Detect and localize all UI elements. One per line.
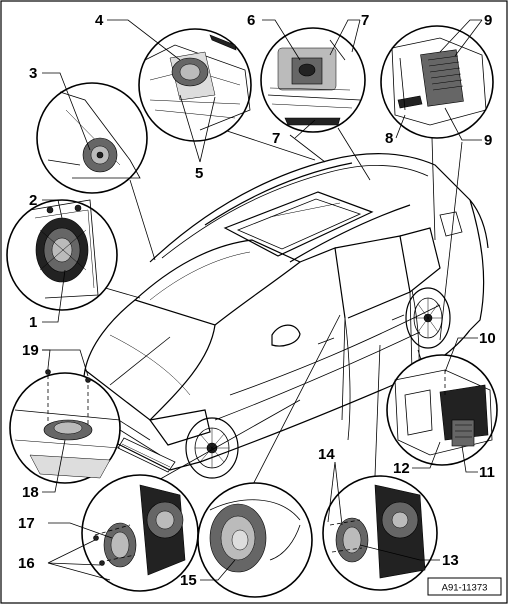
detail-bubble-roof-speaker bbox=[260, 27, 366, 133]
detail-bubble-a-pillar-tweeter bbox=[138, 28, 252, 142]
leader-lines bbox=[94, 127, 463, 501]
front-wheel bbox=[185, 417, 239, 479]
callout-16: 16 bbox=[18, 555, 35, 572]
callout-12: 12 bbox=[393, 460, 410, 477]
callout-5: 5 bbox=[195, 165, 203, 182]
callout-3: 3 bbox=[29, 65, 37, 82]
figure-reference-code: A91-11373 bbox=[442, 583, 488, 594]
callout-7-top: 7 bbox=[361, 12, 369, 29]
callout-8: 8 bbox=[385, 130, 393, 147]
detail-bubble-rear-door-speaker bbox=[322, 475, 438, 591]
detail-bubble-door-tweeter bbox=[36, 82, 148, 194]
car-body bbox=[82, 153, 489, 479]
rear-wheel bbox=[405, 287, 451, 349]
detail-bubble-amplifier bbox=[380, 25, 494, 139]
callout-6: 6 bbox=[247, 12, 255, 29]
callout-2: 2 bbox=[29, 192, 37, 209]
detail-bubble-rear-side-speaker bbox=[386, 354, 498, 466]
detail-bubble-rear-door-tweeter bbox=[197, 482, 313, 598]
callout-19: 19 bbox=[22, 342, 39, 359]
callout-9-top: 9 bbox=[484, 12, 492, 29]
callout-11: 11 bbox=[479, 464, 495, 481]
callout-14: 14 bbox=[318, 446, 335, 463]
speaker-part-11 bbox=[451, 419, 475, 447]
callout-leaders bbox=[42, 19, 483, 581]
callout-labels: 1 2 3 4 5 6 7 7 8 9 9 10 11 12 13 14 15 … bbox=[18, 12, 496, 589]
callout-9-bottom: 9 bbox=[484, 132, 492, 149]
detail-bubble-center-speaker bbox=[9, 368, 121, 484]
callout-13: 13 bbox=[442, 552, 459, 569]
callout-7-bottom: 7 bbox=[272, 130, 280, 147]
callout-15: 15 bbox=[180, 572, 197, 589]
callout-1: 1 bbox=[29, 314, 37, 331]
callout-4: 4 bbox=[95, 12, 104, 29]
callout-10: 10 bbox=[479, 330, 496, 347]
callout-17: 17 bbox=[18, 515, 35, 532]
callout-18: 18 bbox=[22, 484, 39, 501]
detail-bubble-front-woofer bbox=[81, 474, 199, 592]
figure-reference: A91-11373 bbox=[427, 577, 502, 596]
detail-bubble-front-door-speaker bbox=[6, 199, 118, 311]
